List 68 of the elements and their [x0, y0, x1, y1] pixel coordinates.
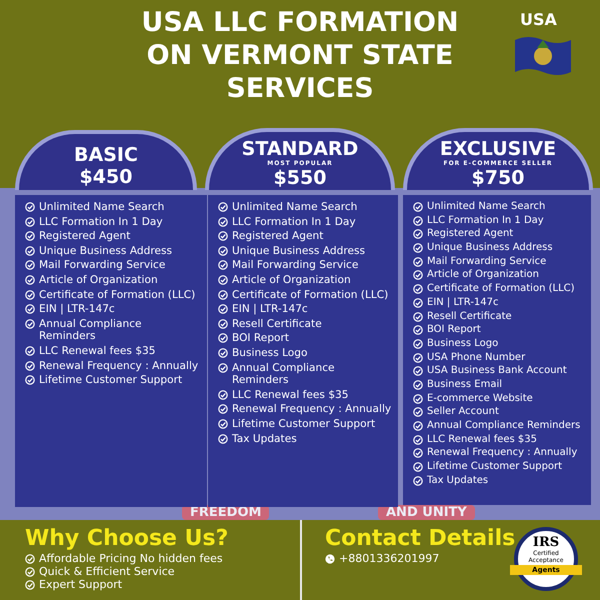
section-heading: Contact Details	[325, 526, 516, 552]
feature-text: Resell Certificate	[427, 310, 512, 322]
feature-text: LLC Formation In 1 Day	[39, 216, 163, 228]
feature-text: Unique Business Address	[232, 244, 366, 258]
plan-price: $550	[272, 167, 328, 189]
feature-text: Mail Forwarding Service	[39, 259, 166, 272]
feature-text: EIN | LTR-147c	[39, 303, 115, 316]
feature-text: Mail Forwarding Service	[427, 256, 546, 268]
feature-text: Lifetime Customer Support	[427, 461, 562, 473]
feature-text: Article of Organization	[39, 274, 158, 287]
feature-text: LLC Formation In 1 Day	[232, 216, 356, 228]
feature-text: Business Email	[427, 378, 502, 390]
plan-name: EXCLUSIVE	[438, 138, 558, 160]
feature-text: EIN | LTR-147c	[232, 303, 308, 316]
feature-text: Annual Compliance Reminders	[232, 362, 336, 387]
feature-text: USA Phone Number	[427, 352, 526, 364]
feature-text: BOI Report	[232, 332, 290, 345]
feature-text: LLC Renewal fees $35	[39, 344, 156, 358]
plan-features-panel	[208, 195, 398, 507]
feature-text: Unique Business Address	[427, 242, 553, 254]
feature-text: Lifetime Customer Support	[232, 418, 376, 430]
feature-text: Tax Updates	[232, 432, 297, 446]
feature-text: Registered Agent	[39, 230, 130, 243]
feature-text: Mail Forwarding Service	[232, 259, 358, 272]
feature-text: EIN | LTR-147c	[427, 296, 499, 308]
feature-text: Unique Business Address	[39, 244, 172, 258]
feature-text: Article of Organization	[427, 269, 540, 281]
feature-text: Annual Compliance Reminders	[39, 318, 143, 343]
plan-name: BASIC	[73, 144, 139, 166]
feature-text: LLC Renewal fees $35	[427, 434, 538, 446]
feature-text: Annual Compliance Reminders	[427, 420, 580, 432]
feature-text: LLC Formation In 1 Day	[427, 214, 544, 226]
feature-text: Renewal Frequency : Annually	[232, 403, 392, 416]
feature-text: Unlimited Name Search	[427, 201, 546, 212]
plan-price: $450	[78, 166, 134, 188]
benefit-text: Expert Support	[39, 578, 122, 591]
feature-text: Renewal Frequency : Annually	[427, 447, 578, 459]
plan-features-panel	[403, 195, 591, 505]
motto-ribbon: AND UNITY	[378, 505, 475, 520]
feature-text: E-commerce Website	[427, 392, 533, 404]
feature-text: Registered Agent	[232, 230, 324, 243]
feature-text: Renewal Frequency : Annually	[39, 360, 198, 372]
benefit-text: Affordable Pricing No hidden fees	[39, 552, 223, 565]
benefit-text: Quick & Efficient Service	[39, 565, 175, 578]
feature-text: Lifetime Customer Support	[39, 374, 182, 387]
feature-text: Certificate of Formation (LLC)	[232, 288, 388, 302]
feature-text: Business Logo	[232, 346, 308, 360]
section-heading: Why Choose Us?	[25, 526, 228, 552]
feature-text: Certificate of Formation (LLC)	[39, 288, 196, 302]
feature-text: Registered Agent	[427, 228, 514, 240]
country-label: USA	[520, 10, 557, 29]
phone-number: +8801336201997	[339, 552, 440, 565]
feature-text: Tax Updates	[427, 474, 488, 486]
feature-text: Unlimited Name Search	[232, 201, 358, 214]
plan-features-panel	[15, 195, 207, 507]
feature-text: LLC Renewal fees $35	[232, 388, 349, 402]
feature-text: Seller Account	[427, 406, 499, 418]
feature-text: Business Logo	[427, 338, 498, 350]
feature-text: Unlimited Name Search	[39, 201, 164, 214]
feature-text: Article of Organization	[232, 274, 351, 287]
feature-text: Certificate of Formation (LLC)	[427, 283, 575, 295]
plan-price: $750	[470, 167, 526, 189]
feature-text: BOI Report	[427, 324, 481, 336]
feature-text: USA Business Bank Account	[427, 365, 567, 377]
title-heading: USA LLC FORMATION ON VERMONT STATE SERVICES	[140, 6, 460, 105]
plan-name: STANDARD	[240, 138, 360, 160]
badge-title: IRS	[532, 535, 560, 550]
feature-text: Resell Certificate	[232, 318, 322, 330]
